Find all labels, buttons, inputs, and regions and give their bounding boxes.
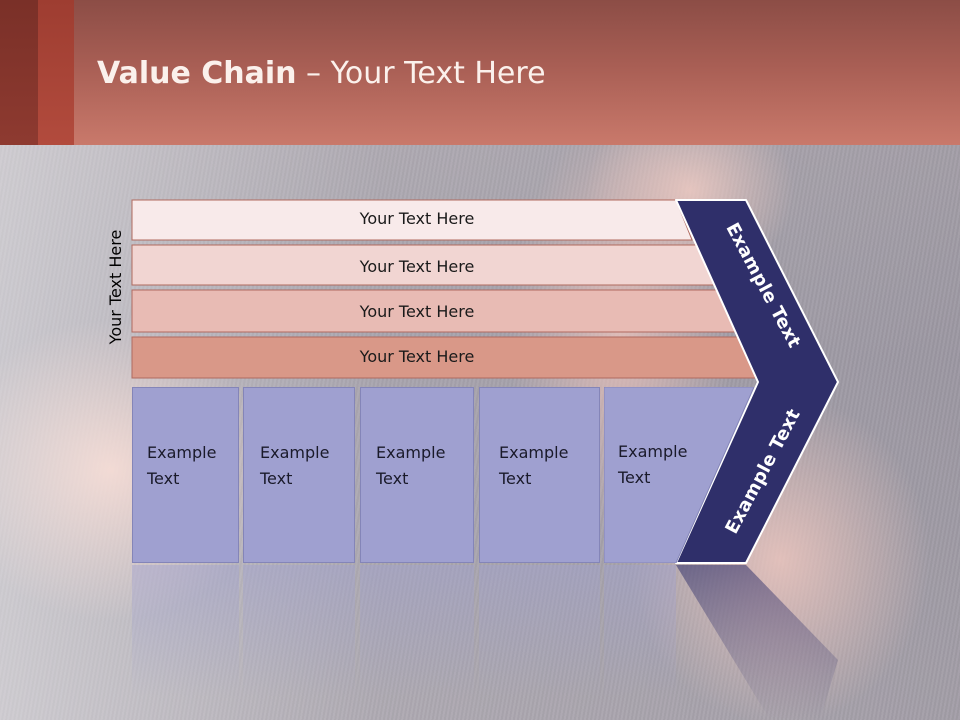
row-label-3: Your Text Here bbox=[359, 302, 475, 321]
cell-reflection-5 bbox=[604, 565, 676, 720]
title-rest-part: – Your Text Here bbox=[296, 56, 546, 91]
row-label-2: Your Text Here bbox=[359, 257, 475, 276]
value-chain-chevron bbox=[675, 199, 839, 564]
cell-reflection-1 bbox=[132, 565, 239, 720]
slide-title: Value Chain – Your Text Here bbox=[97, 54, 546, 94]
row-label-4: Your Text Here bbox=[359, 347, 475, 366]
row-label-1: Your Text Here bbox=[359, 209, 475, 228]
cell-reflection-2 bbox=[243, 565, 355, 720]
cell-reflection-3 bbox=[360, 565, 474, 720]
activity-cell-5-shape bbox=[604, 387, 754, 563]
header-accent-stripe-secondary bbox=[38, 0, 74, 145]
header-accent-stripe bbox=[0, 0, 38, 145]
cell-reflection-4 bbox=[479, 565, 600, 720]
row-bar-1 bbox=[131, 199, 693, 241]
chevron-reflection bbox=[676, 565, 838, 720]
slide-header: Value Chain – Your Text Here bbox=[0, 0, 960, 145]
title-bold-part: Value Chain bbox=[97, 56, 297, 91]
